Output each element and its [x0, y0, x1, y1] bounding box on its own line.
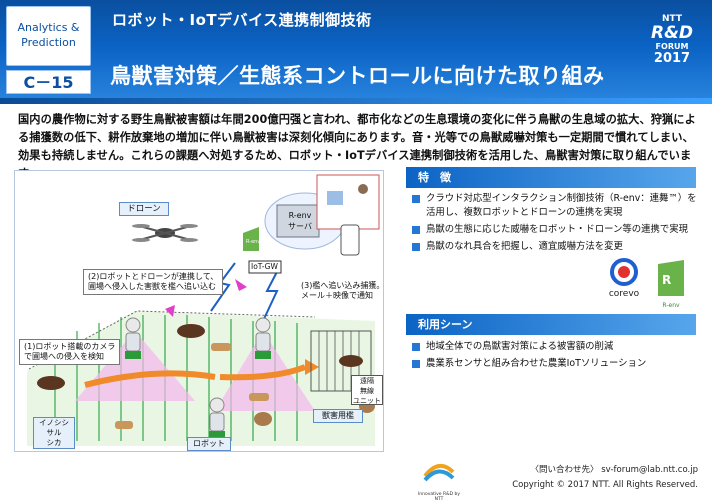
remote-unit-label: 遠隔 無線 ユニット	[351, 375, 383, 405]
forum-logo-forum: FORUM	[655, 42, 689, 51]
callout-step-3: (3)檻へ追い込み捕獲。 メール＋映像で通知	[297, 279, 388, 303]
svg-text:R: R	[662, 273, 671, 287]
features-list: クラウド対応型インタラクション制御技術（R-env：連舞™）を活用し、複数ロボッ…	[412, 192, 702, 257]
usage-list: 地域全体での鳥獣害対策による被害額の削減 農業系センサと組み合わせた農業IoTソ…	[412, 340, 702, 374]
robot-2	[255, 317, 271, 359]
usage-item-1: 地域全体での鳥獣害対策による被害額の削減	[412, 340, 702, 354]
animals-label-2: サル	[46, 428, 62, 437]
intro-text: 国内の農作物に対する野生鳥獣被害額は年間200億円强と言われ、都市化などの生息環…	[18, 113, 696, 180]
remote-unit-line1: 遠隔	[360, 377, 374, 385]
server-label-1: R-env	[288, 211, 312, 220]
gateway-label: IoT-GW	[251, 262, 278, 271]
animals-label-3: シカ	[46, 438, 62, 447]
robot-label: ロボット	[187, 437, 231, 451]
office-person-head	[358, 184, 368, 194]
callout-step-1-line2: で圃場への侵入を検知	[24, 352, 104, 361]
callout-step-2-line2: 圃場へ侵入した害獣を檻へ追い込む	[88, 282, 216, 291]
chase-arrow-2	[219, 364, 307, 381]
page-subtitle: ロボット・IoTデバイス連携制御技術	[112, 11, 372, 29]
forum-logo-year: 2017	[653, 51, 691, 66]
callout-step-1-line1: (1)ロボット搭載のカメラ	[24, 342, 116, 351]
ntt-swirl-icon	[423, 464, 455, 482]
forum-logo-ntt: NTT	[661, 14, 683, 24]
corevo-logo: corevo	[603, 258, 645, 299]
boar-1	[37, 376, 65, 390]
cage	[310, 330, 372, 392]
server-box	[276, 204, 320, 238]
callout-step-1: (1)ロボット搭載のカメラ で圃場への侵入を検知	[19, 339, 121, 365]
chase-arrow-head	[305, 359, 319, 375]
system-diagram: ドローン R-env サーバ IoT-GW R-env (2)ロボットとドローン…	[14, 170, 384, 452]
signal-arrow-2	[165, 305, 175, 317]
robot-3	[209, 397, 225, 439]
robot-1	[125, 317, 141, 359]
usage-item-2: 農業系センサと組み合わせた農業IoTソリューション	[412, 357, 702, 371]
office-inset	[316, 174, 380, 230]
category-line-2: Prediction	[21, 36, 76, 49]
page-title: 鳥獣害対策／生態系コントロールに向けた取り組み	[110, 64, 605, 88]
boar-2	[177, 324, 205, 338]
callout-step-2-line1: (2)ロボットとドローンが連携して、	[88, 272, 219, 281]
innovative-rd-caption: Innovative R&D by NTT	[417, 492, 461, 502]
usage-heading: 利用シーン	[406, 314, 696, 335]
corevo-mark-icon	[610, 258, 638, 286]
renv-mark-icon: R	[658, 260, 684, 296]
category-line-1: Analytics &	[17, 21, 80, 34]
copyright-text: Copyright © 2017 NTT. All Rights Reserve…	[512, 480, 698, 490]
renv-badge	[243, 227, 259, 251]
drone	[132, 224, 198, 242]
corevo-wordmark: corevo	[608, 289, 640, 299]
cage-label: 獣害用檻	[313, 409, 363, 423]
signal-arrow-1	[235, 279, 247, 291]
office-monitor	[327, 191, 343, 205]
forum-logo-rd: R&D	[650, 23, 694, 43]
deer-group	[115, 343, 269, 429]
remote-unit-line3: ユニット	[353, 397, 381, 405]
link-bolt-2	[210, 262, 236, 312]
gateway-box	[248, 260, 282, 274]
light-beam-left	[75, 331, 195, 401]
category-box: Analytics & Prediction	[6, 6, 91, 66]
contact-text: 〈問い合わせ先〉 sv-forum@lab.ntt.co.jp	[530, 465, 698, 475]
features-heading: 特 徴	[406, 167, 696, 188]
monkey-1	[254, 412, 272, 426]
remote-unit-line2: 無線	[360, 387, 374, 395]
callout-step-3-line2: メール＋映像で通知	[301, 291, 373, 300]
animals-label-1: イノシシ	[39, 418, 69, 427]
light-beam-right	[215, 331, 315, 411]
animals-label: イノシシ サル シカ	[33, 417, 75, 449]
renv-logo-text: R-env	[662, 302, 680, 309]
innovative-rd-logo: Innovative R&D by NTT	[414, 460, 464, 502]
feature-item-3: 鳥獣のなれ具合を把握し、適宜威嚇方法を変更	[412, 240, 702, 254]
drone-label: ドローン	[119, 202, 169, 216]
renv-badge-label: R-env	[246, 239, 261, 245]
feature-item-1: クラウド対応型インタラクション制御技術（R-env：連舞™）を活用し、複数ロボッ…	[412, 192, 702, 220]
feature-item-2: 鳥獣の生態に応じた威嚇をロボット・ドローン等の連携で実現	[412, 223, 702, 237]
server-label-2: サーバ	[288, 222, 312, 231]
phone	[340, 224, 360, 256]
exhibit-code: C－15	[6, 70, 91, 94]
chase-arrow-1	[84, 370, 216, 388]
header-banner: Analytics & Prediction C－15 ロボット・IoTデバイス…	[0, 0, 712, 104]
callout-step-2: (2)ロボットとドローンが連携して、 圃場へ侵入した害獣を檻へ追い込む	[83, 269, 224, 295]
link-bolt-1	[262, 265, 281, 322]
rd-forum-logo: NTT R&D FORUM 2017	[650, 14, 694, 78]
renv-logo: R R-env	[654, 258, 688, 309]
boar-caged	[339, 355, 363, 367]
callout-step-3-line1: (3)檻へ追い込み捕獲。	[301, 281, 385, 290]
